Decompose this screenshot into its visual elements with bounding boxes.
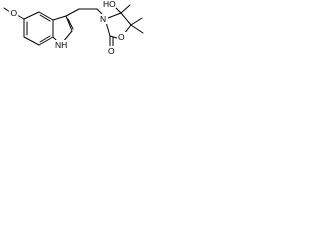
ring-bond-c4-c5 xyxy=(120,12,132,26)
ring-bond-c2-n xyxy=(105,21,111,37)
pyrrole-bond-c3-c2 xyxy=(65,15,73,32)
methoxy-oxygen-label: O xyxy=(11,8,18,18)
molecule-diagram: O NH xyxy=(3,0,144,56)
ethyl-linker xyxy=(65,8,103,17)
pyrrole-double-c3-c2 xyxy=(67,18,74,30)
linker-bond-1 xyxy=(65,8,80,17)
ring-oxygen-label: O xyxy=(118,32,125,42)
ring-bond-n-c4 xyxy=(107,12,122,19)
methoxy-group: O xyxy=(3,7,25,20)
indole-nh-label: NH xyxy=(55,40,67,50)
benzene-bond-2 xyxy=(38,11,54,21)
c5-methyl-bond-1 xyxy=(130,17,143,26)
amide-nitrogen-label: N xyxy=(100,14,106,24)
c5-methyl-bond-2 xyxy=(130,24,144,34)
benzene-bond-4 xyxy=(38,36,54,46)
linker-bond-3 xyxy=(96,8,103,15)
bond-o-ring xyxy=(16,14,25,20)
benzene-bond-1 xyxy=(23,11,40,20)
pyrrole-bond-c3a-c3 xyxy=(52,15,67,21)
indole-pyrrole-ring: NH xyxy=(52,15,74,50)
c4-methyl-bond xyxy=(120,4,131,14)
carbonyl-oxygen-label: O xyxy=(108,46,115,56)
hydroxyl-label: HO xyxy=(103,0,116,9)
benzene-bond-5 xyxy=(23,36,40,46)
benzene-double-3 xyxy=(39,35,51,43)
indole-benzene-ring xyxy=(23,11,54,46)
benzene-double-2 xyxy=(39,14,51,22)
